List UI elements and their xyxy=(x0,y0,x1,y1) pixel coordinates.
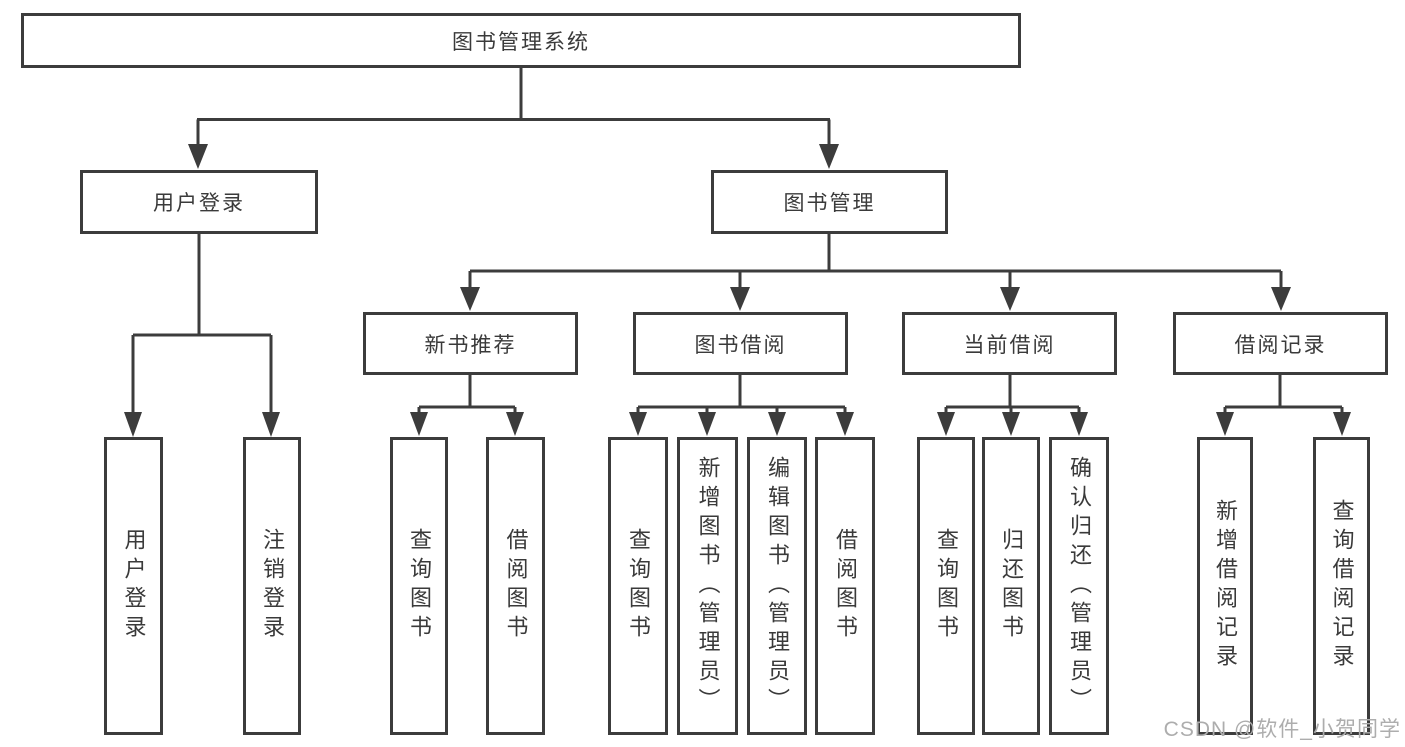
connector-userlogin-to-leaves xyxy=(124,234,280,437)
node-root-system: 图书管理系统 xyxy=(21,13,1021,68)
leaf-cb-return-books: 归还图书 xyxy=(982,437,1040,735)
csdn-watermark: CSDN @软件_小贺同学 xyxy=(1163,718,1401,741)
leaf-cb-confirm-return-admin: 确认归还（管理员） xyxy=(1049,437,1109,735)
connector-borrowing-to-leaves xyxy=(629,375,854,436)
leaf-bb-query-books: 查询图书 xyxy=(608,437,668,735)
leaf-br-add-record: 新增借阅记录 xyxy=(1197,437,1253,735)
connector-root-to-level2 xyxy=(188,68,839,169)
leaf-bb-borrow-books: 借阅图书 xyxy=(815,437,875,735)
leaf-bb-edit-books-admin: 编辑图书（管理员） xyxy=(747,437,807,735)
connector-current-to-leaves xyxy=(937,375,1088,436)
node-user-login: 用户登录 xyxy=(80,170,318,234)
connector-newbook-to-leaves xyxy=(410,375,524,436)
node-book-management: 图书管理 xyxy=(711,170,948,234)
leaf-cb-query-books: 查询图书 xyxy=(917,437,975,735)
node-current-borrowing: 当前借阅 xyxy=(902,312,1117,375)
leaf-nbr-borrow-books: 借阅图书 xyxy=(486,437,545,735)
node-new-book-recommend: 新书推荐 xyxy=(363,312,578,375)
node-book-borrowing: 图书借阅 xyxy=(633,312,848,375)
leaf-logout-login: 注销登录 xyxy=(243,437,301,735)
node-borrowing-records: 借阅记录 xyxy=(1173,312,1388,375)
connector-records-to-leaves xyxy=(1216,375,1351,436)
leaf-br-query-record: 查询借阅记录 xyxy=(1313,437,1370,735)
leaf-user-login: 用户登录 xyxy=(104,437,163,735)
connector-bookmgmt-to-level3 xyxy=(460,234,1291,311)
leaf-bb-add-books-admin: 新增图书（管理员） xyxy=(677,437,738,735)
leaf-nbr-query-books: 查询图书 xyxy=(390,437,448,735)
